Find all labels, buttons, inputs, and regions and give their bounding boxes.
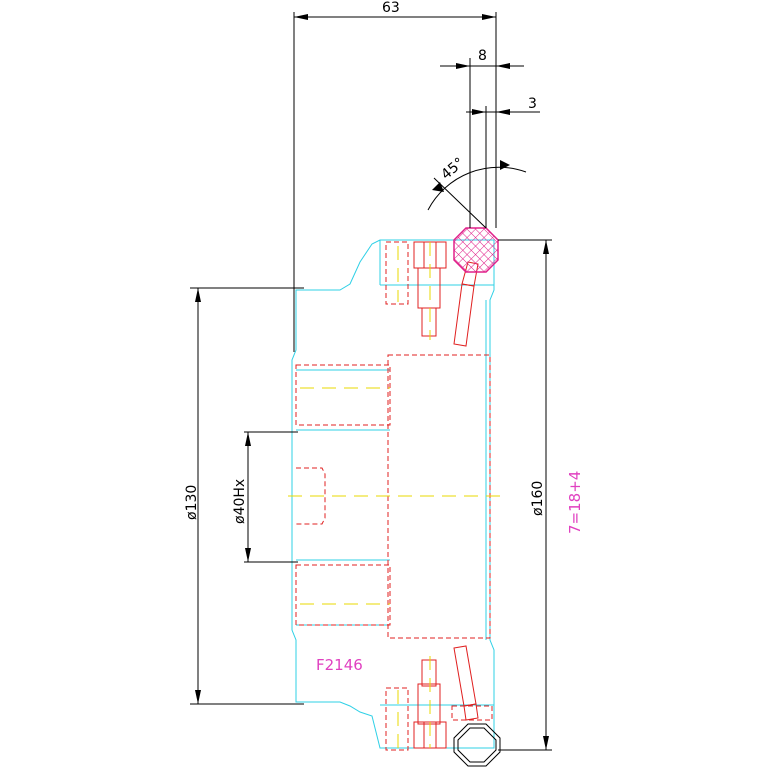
dim-8-label: 8 [478,48,487,64]
part-outline [291,239,495,749]
dim-63-label: 63 [382,0,400,16]
dim-chamfer-width: 8 [440,48,524,228]
dim-160-label: ø160 [530,481,546,516]
dim-bore-diameter: ø40Hx [232,431,298,563]
dim-40hx-label: ø40Hx [232,479,248,524]
dim-outer-diameter: ø160 [498,239,552,751]
tooth-spec-label: 7=18+4 [566,471,584,534]
part-code-label: F2146 [316,656,363,674]
dim-inner-diameter: ø130 [184,287,304,705]
dim-130-label: ø130 [184,485,200,520]
centerlines [288,242,500,748]
seal-bottom [453,723,501,767]
dim-angle: 45° [427,155,527,229]
seal-top [453,227,499,273]
dim-45-label: 45° [438,155,467,183]
dim-groove-width: 3 [466,96,540,228]
dim-overall-width: 63 [293,0,497,352]
dim-3-label: 3 [528,96,537,112]
